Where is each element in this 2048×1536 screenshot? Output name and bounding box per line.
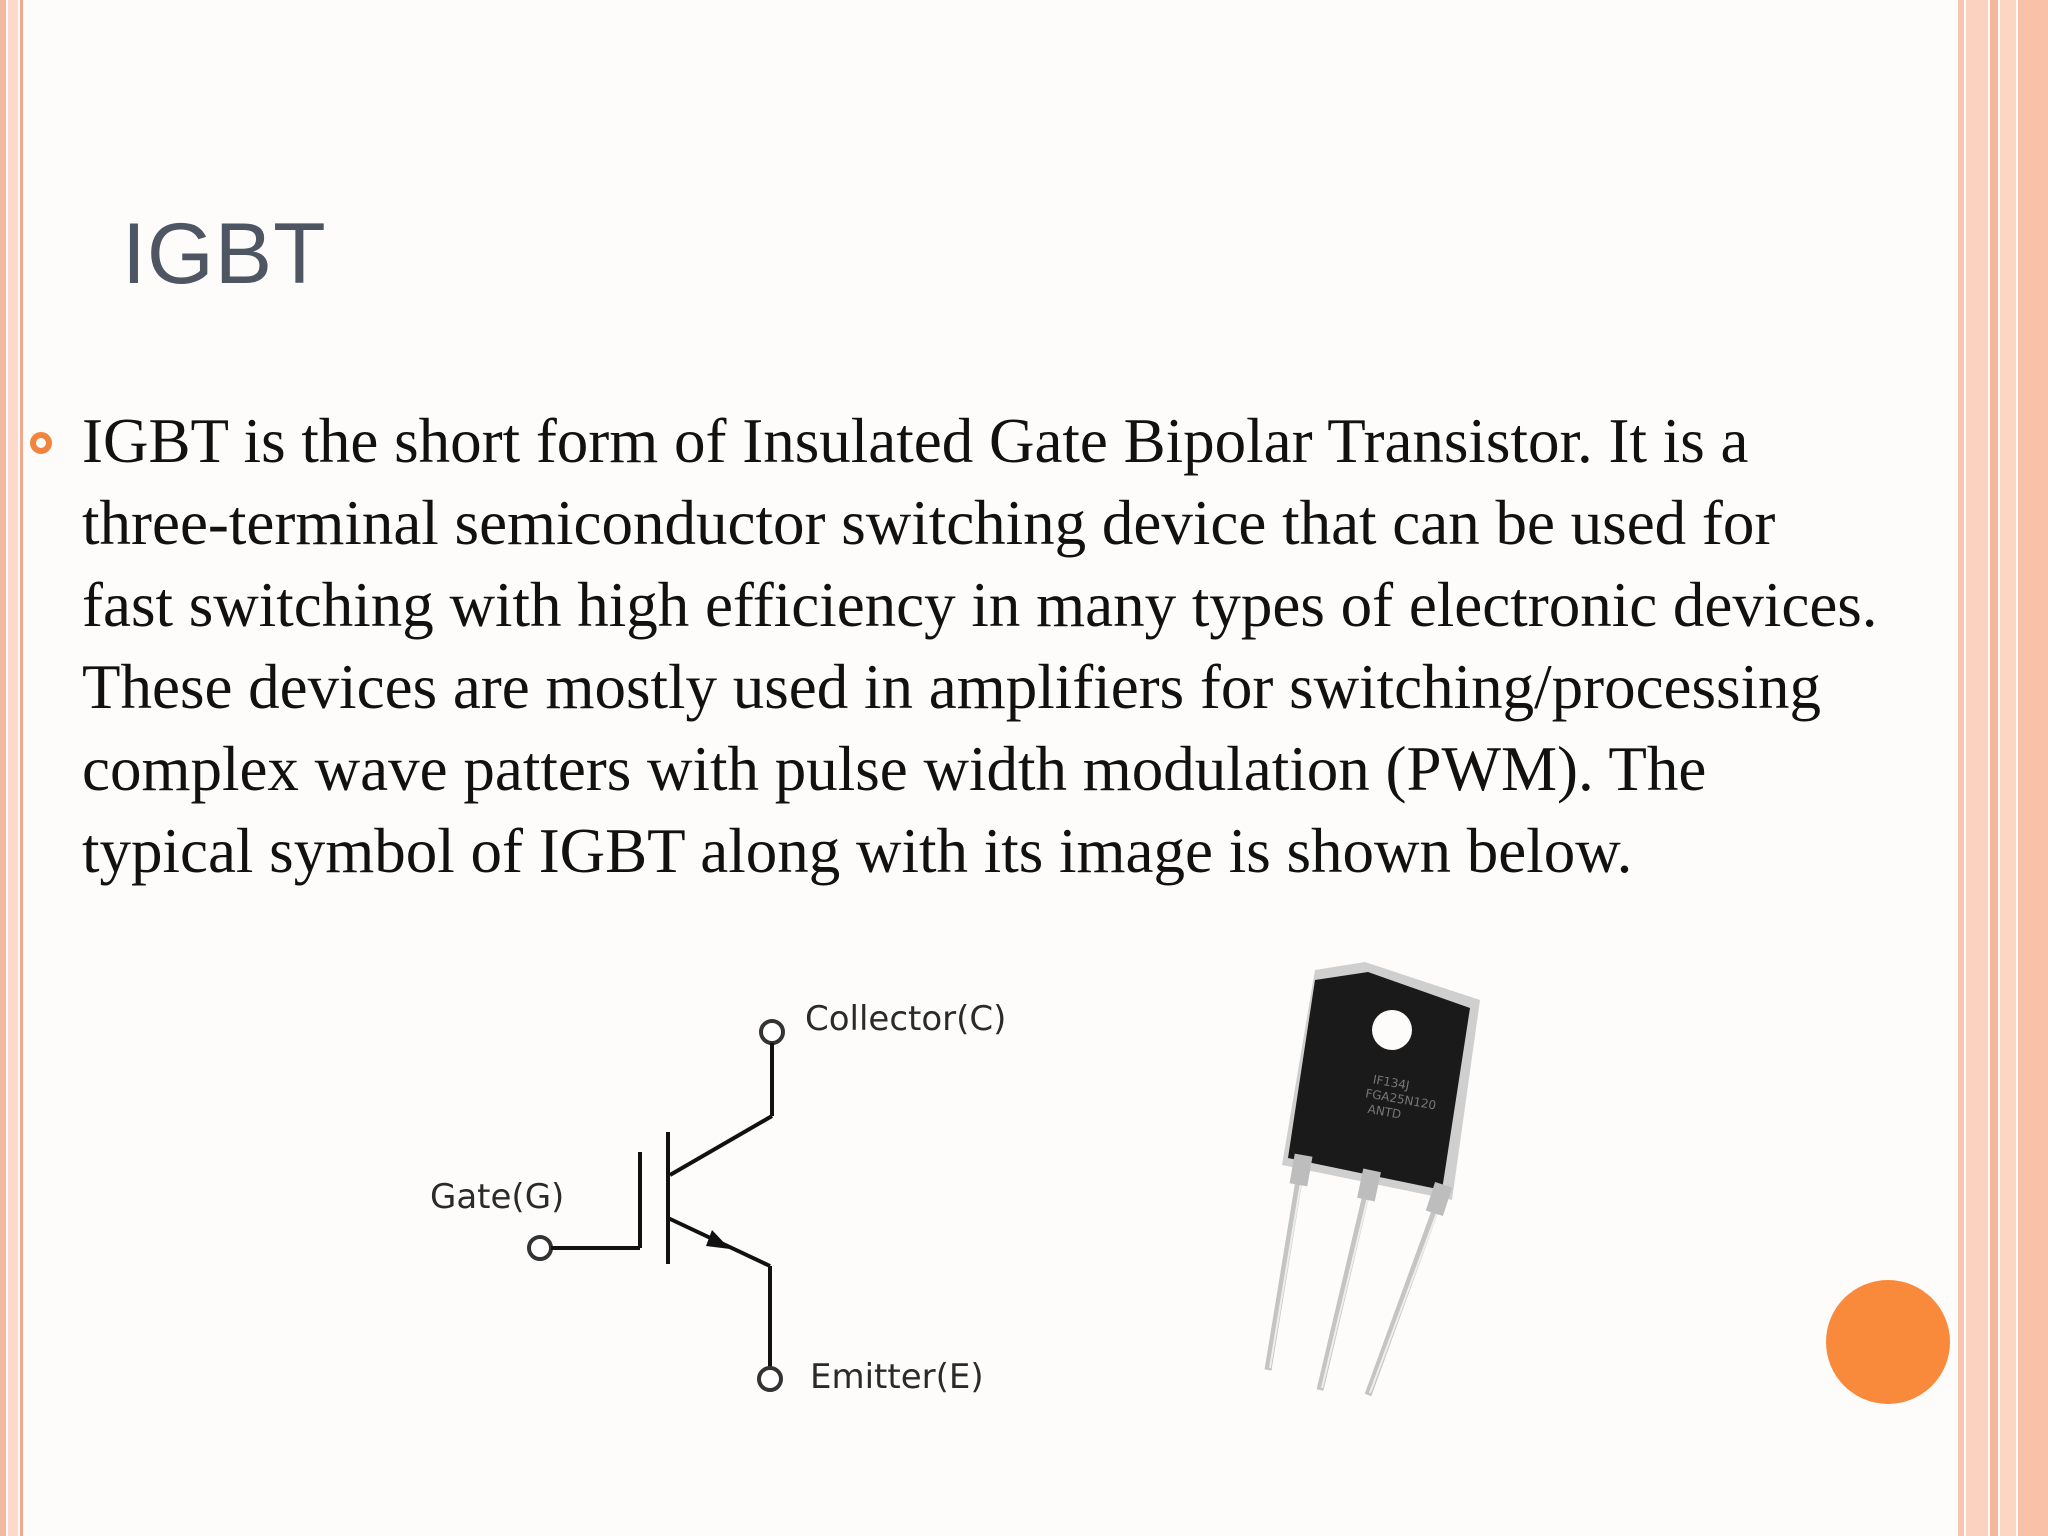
slide-title: IGBT (122, 206, 327, 302)
slide-body-paragraph: IGBT is the short form of Insulated Gate… (82, 400, 2022, 892)
body-line: fast switching with high efficiency in m… (82, 570, 1878, 640)
body-line: IGBT is the short form of Insulated Gate… (82, 406, 1749, 476)
left-border-line (20, 0, 23, 1536)
right-border-stripe (1990, 0, 1998, 1536)
bullet-ring-icon (30, 432, 52, 454)
body-line: three-terminal semiconductor switching d… (82, 488, 1776, 558)
igbt-package-image: IF134J FGA25N120 ANTD (1220, 950, 1520, 1410)
emitter-label: Emitter(E) (810, 1357, 984, 1397)
svg-text:ANTD: ANTD (1367, 1102, 1403, 1122)
gate-label: Gate(G) (430, 1177, 564, 1217)
body-line: typical symbol of IGBT along with its im… (82, 816, 1633, 886)
body-line: These devices are mostly used in amplifi… (82, 652, 1822, 722)
decorative-orange-circle (1826, 1280, 1950, 1404)
collector-terminal (759, 1019, 785, 1045)
right-border-stripe (1958, 0, 1964, 1536)
svg-text:IF134J: IF134J (1372, 1072, 1411, 1092)
emitter-terminal (757, 1366, 783, 1392)
body-line: complex wave patters with pulse width mo… (82, 734, 1707, 804)
right-border-stripe (2000, 0, 2016, 1536)
emitter-arrow-icon (706, 1230, 730, 1249)
collector-label: Collector(C) (805, 999, 1006, 1039)
right-border-stripe (1966, 0, 1988, 1536)
gate-terminal (527, 1235, 553, 1261)
left-border-stripe (0, 0, 6, 1536)
right-border-stripe (2018, 0, 2048, 1536)
left-border-stripe (8, 0, 18, 1536)
igbt-circuit-symbol: Collector(C) Gate(G) Emitter(E) (400, 980, 1040, 1420)
